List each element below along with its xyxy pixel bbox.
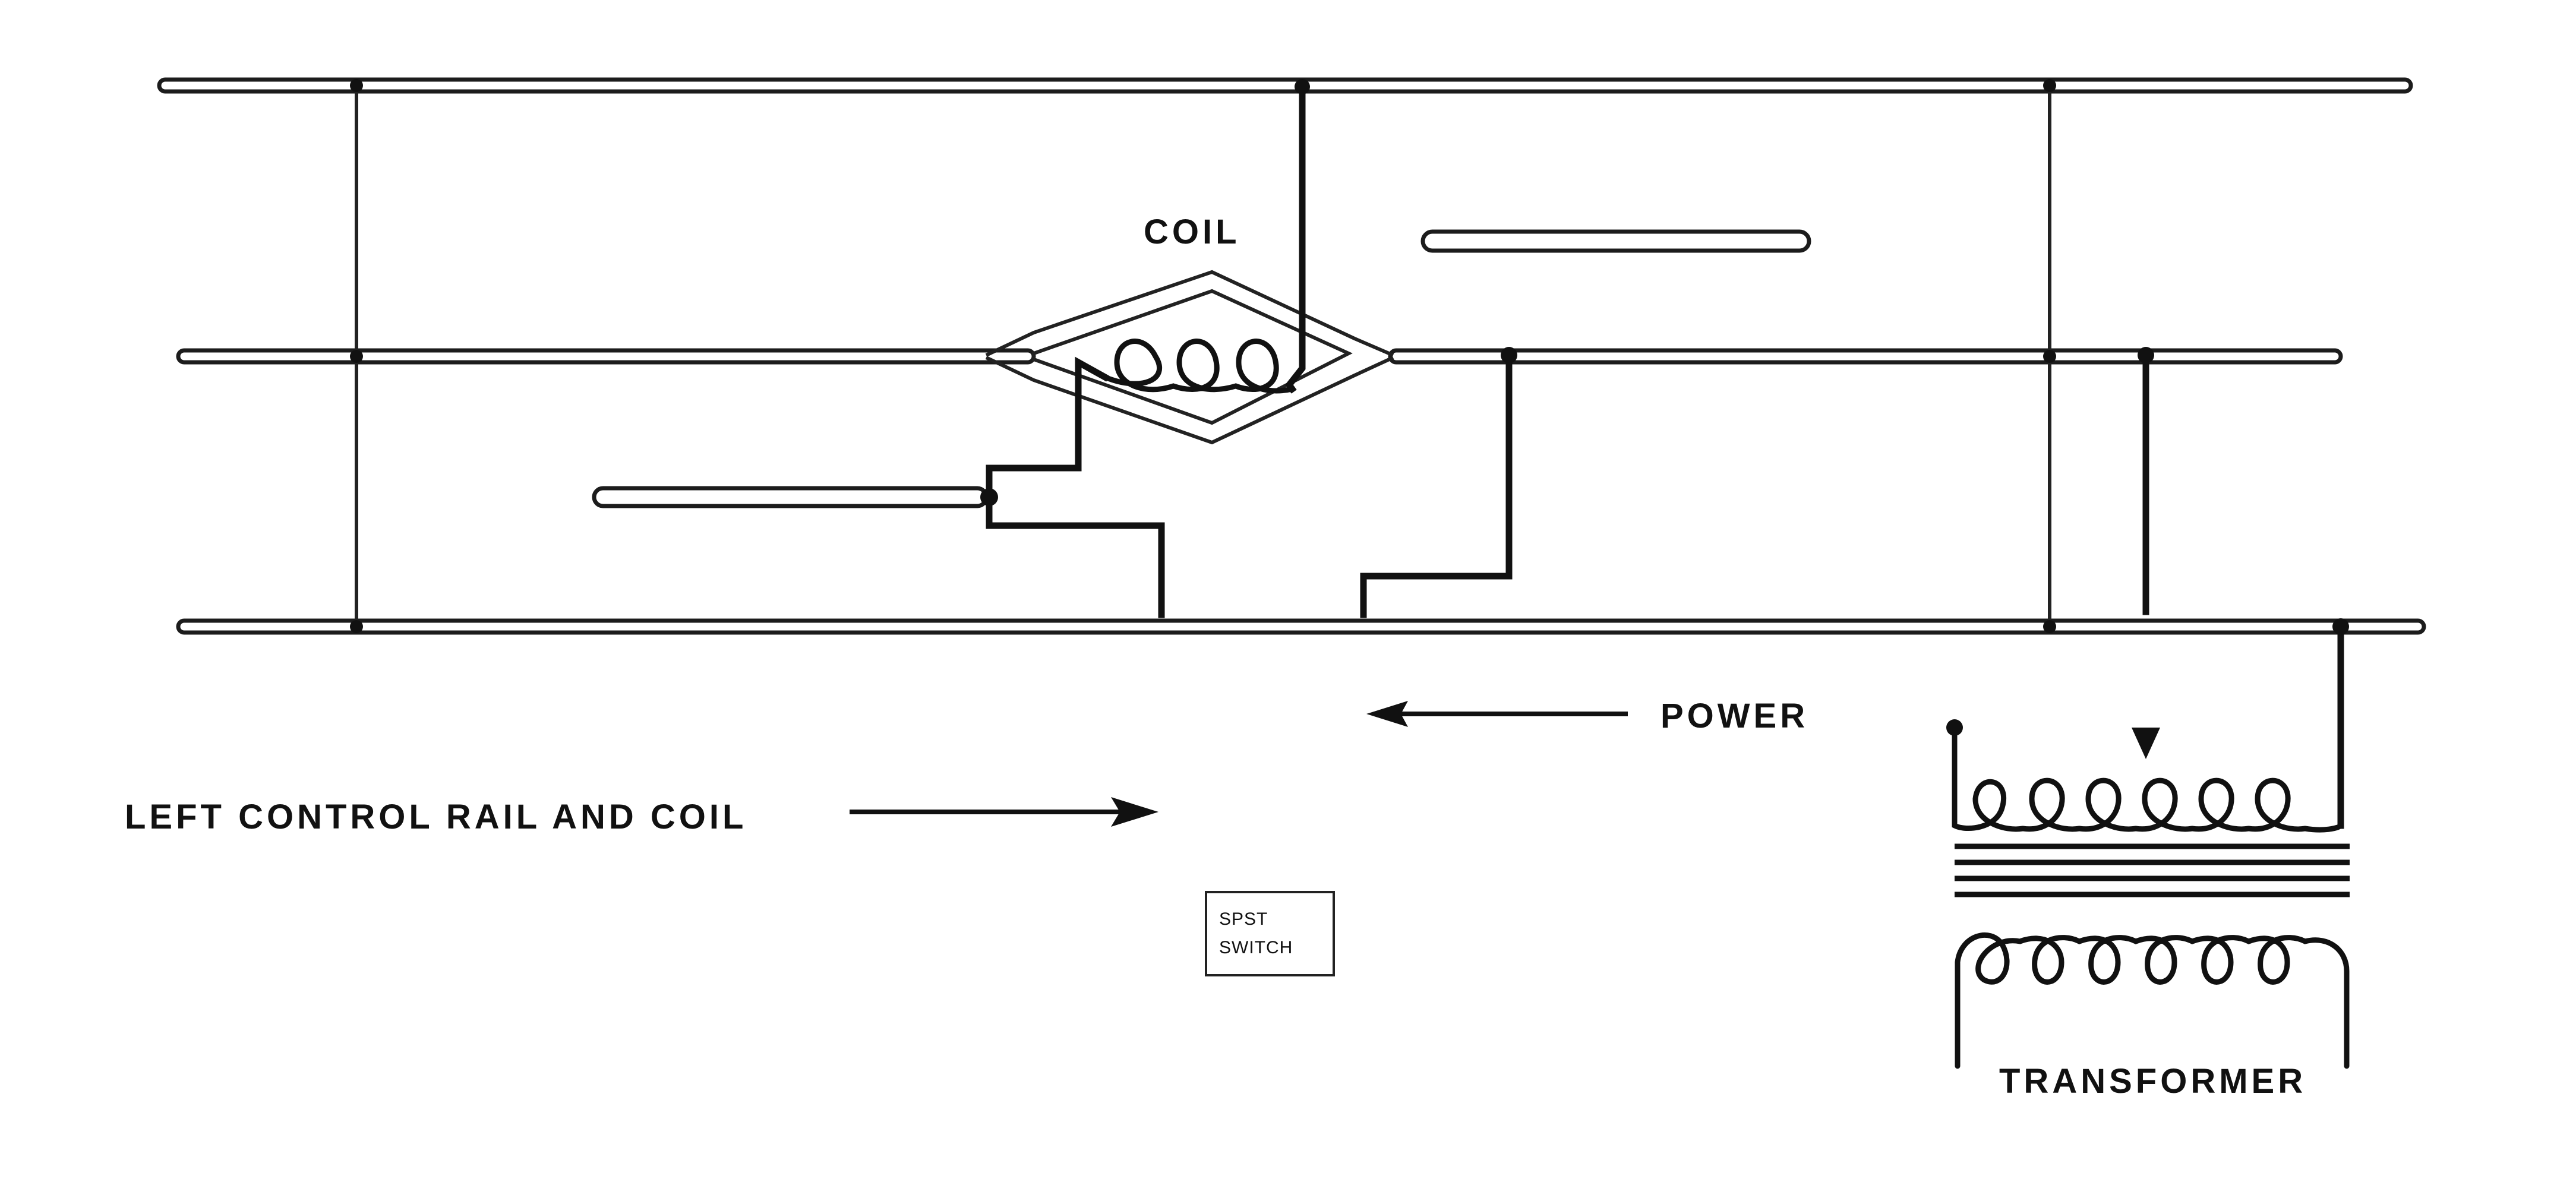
bottom-rail	[176, 618, 2426, 635]
tie-joint	[350, 350, 363, 363]
junction-transformer-middle	[2138, 347, 2154, 363]
tie-joint	[350, 620, 363, 633]
coil-enclosure	[985, 270, 1394, 445]
arrow-left-control-head	[1111, 797, 1158, 827]
junction-middle-rail	[1501, 347, 1517, 363]
transformer-lead-dot	[1946, 719, 1963, 736]
junction-top-rail	[1295, 79, 1310, 94]
arrow-tap	[2132, 728, 2160, 759]
left-control-label: LEFT CONTROL RAIL AND COIL	[125, 798, 747, 836]
coil-winding	[1102, 339, 1295, 394]
top-rail	[157, 77, 2413, 94]
wire-power-leg	[1360, 352, 1513, 618]
tie-joint	[2043, 350, 2056, 363]
power-label: POWER	[1660, 697, 1808, 735]
short-rail-upper	[1420, 229, 1811, 253]
label-arrows	[850, 701, 1628, 827]
junction-transformer-bottom	[2332, 618, 2349, 635]
transformer-label: TRANSFORMER	[1999, 1062, 2306, 1101]
wire-coil-to-control-rail	[986, 356, 1110, 501]
tie-joint	[350, 79, 363, 92]
coil-label: COIL	[1144, 213, 1240, 251]
transformer-lower-winding	[1955, 932, 2350, 1069]
middle-rail-right	[1388, 348, 2343, 365]
transformer-upper-winding	[1952, 725, 2344, 833]
transformer	[1946, 347, 2350, 1069]
cross-ties	[350, 79, 2056, 633]
arrow-power-head	[1366, 701, 1408, 727]
wire-top-rail-to-coil	[1285, 84, 1306, 394]
short-control-rail	[592, 486, 989, 508]
middle-rail-left	[176, 348, 1036, 365]
switch-label-1: SPST	[1219, 909, 1268, 929]
tie-joint	[2043, 620, 2056, 633]
spst-switch: SPST SWITCH	[1205, 891, 1335, 976]
track-rails	[157, 77, 2426, 635]
wire-left-control-leg	[986, 494, 1165, 618]
switch-label-2: SWITCH	[1219, 938, 1293, 957]
tie-joint	[2043, 79, 2056, 92]
